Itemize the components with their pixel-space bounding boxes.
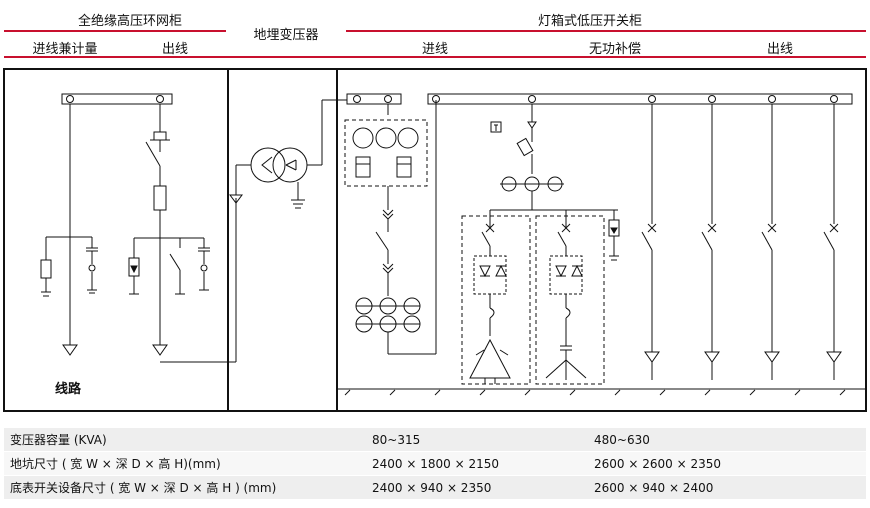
header-reactive-compensation: 无功补偿 <box>588 42 641 57</box>
cell-value: 2600 × 2600 × 2350 <box>588 451 866 476</box>
header-lv-switchgear: 灯箱式低压开关柜 <box>537 14 642 29</box>
table-row: 地坑尺寸 ( 宽 W × 深 D × 高 H)(mm) 2400 × 1800 … <box>4 451 866 476</box>
transformer-frame <box>227 68 338 412</box>
cell-value: 480~630 <box>588 428 866 452</box>
header-incoming-lv: 进线 <box>421 42 448 57</box>
header-transformer: 地埋变压器 <box>253 28 319 43</box>
lv-busbar <box>427 93 853 105</box>
hv-busbar <box>61 93 173 105</box>
header-underline <box>4 30 226 32</box>
header-underline <box>346 30 866 32</box>
ring-main-unit-frame <box>3 68 229 412</box>
header-incoming-metering: 进线兼计量 <box>32 42 98 57</box>
ground-hatch <box>344 389 846 396</box>
row-label: 底表开关设备尺寸 ( 宽 W × 深 D × 高 H ) (mm) <box>4 475 366 500</box>
cell-value: 2400 × 940 × 2350 <box>366 475 588 500</box>
header-outgoing-lv: 出线 <box>766 42 793 57</box>
cell-value: 2600 × 940 × 2400 <box>588 475 866 500</box>
row-label: 地坑尺寸 ( 宽 W × 深 D × 高 H)(mm) <box>4 451 366 476</box>
header-outgoing-hv: 出线 <box>161 42 188 57</box>
lv-outgoing-feeders <box>641 104 842 380</box>
line-label: 线路 <box>55 382 82 397</box>
header-bottom-line <box>4 56 866 58</box>
header-ring-main-unit: 全绝缘高压环网柜 <box>77 14 182 29</box>
cell-value: 2400 × 1800 × 2150 <box>366 451 588 476</box>
table-row: 变压器容量 (KVA) 80~315 480~630 <box>4 428 866 452</box>
spec-table: 变压器容量 (KVA) 80~315 480~630 地坑尺寸 ( 宽 W × … <box>4 428 866 500</box>
row-label: 变压器容量 (KVA) <box>4 428 366 452</box>
lv-switchgear-frame <box>336 68 867 412</box>
cell-value: 80~315 <box>366 428 588 452</box>
table-row: 底表开关设备尺寸 ( 宽 W × 深 D × 高 H ) (mm) 2400 ×… <box>4 475 866 500</box>
